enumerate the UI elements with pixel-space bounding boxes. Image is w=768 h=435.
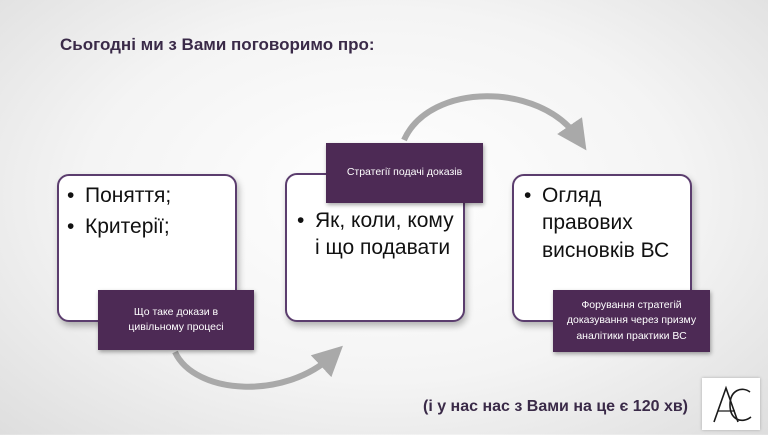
bullet-how-when: Як, коли, кому і що подавати	[293, 207, 455, 262]
arrow-bottom	[172, 345, 343, 390]
bullet-review: Огляд правових висновків ВС	[520, 182, 682, 264]
tag-submission-strategy-label: Стратегії подачі доказів	[346, 166, 463, 179]
slide-title: Сьогодні ми з Вами поговоримо про:	[60, 35, 375, 54]
footer-note: (і у нас нас з Вами на це є 120 хв)	[422, 398, 688, 415]
bullet-criteria: Критерії;	[63, 213, 231, 241]
tag-strategy-formation: Форування стратегій доказування через пр…	[553, 290, 710, 352]
logo-mark-icon	[713, 385, 752, 423]
tag-evidence-definition-label: Що таке докази в цивільному процесі	[128, 305, 224, 333]
company-logo	[702, 378, 760, 430]
bullet-concepts: Поняття;	[63, 182, 231, 210]
tag-evidence-definition: Що таке докази в цивільному процесі	[98, 290, 254, 350]
tag-strategy-formation-label: Форування стратегій доказування через пр…	[566, 299, 697, 342]
tag-submission-strategy: Стратегії подачі доказів	[326, 143, 483, 203]
arrow-top	[401, 93, 587, 151]
card-submission-bullets: Як, коли, кому і що подавати	[293, 207, 455, 262]
card-concepts-bullets: Поняття; Критерії;	[63, 182, 231, 241]
card-review-bullets: Огляд правових висновків ВС	[520, 182, 682, 264]
